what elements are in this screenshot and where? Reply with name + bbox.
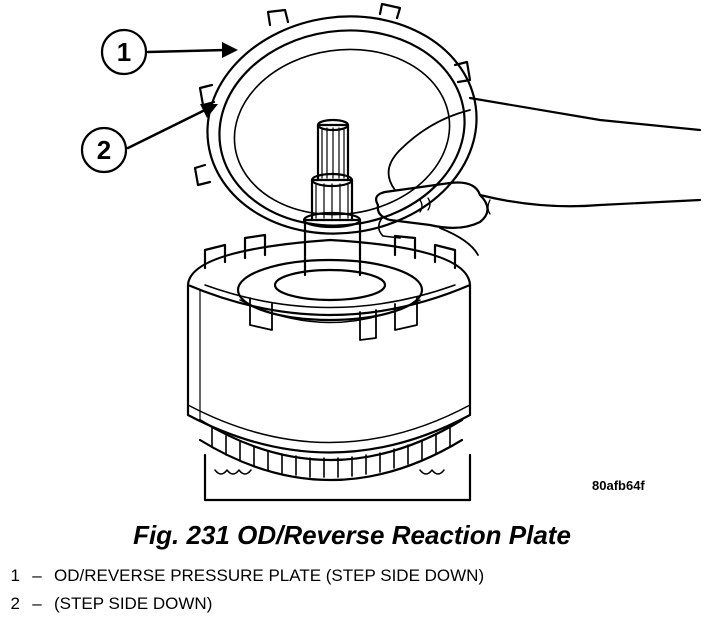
legend-number: 1 xyxy=(10,566,20,585)
figure-legend: 1–OD/REVERSE PRESSURE PLATE (STEP SIDE D… xyxy=(0,562,485,618)
legend-text: OD/REVERSE PRESSURE PLATE (STEP SIDE DOW… xyxy=(54,566,485,585)
callout-2-label: 2 xyxy=(97,135,111,165)
callout-arrowheads xyxy=(200,42,238,118)
legend-separator: – xyxy=(32,566,42,585)
figure-reference-code: 80afb64f xyxy=(592,478,645,493)
callout-1-label: 1 xyxy=(117,37,131,67)
legend-separator: – xyxy=(32,594,42,613)
legend-item: 2–(STEP SIDE DOWN) xyxy=(0,590,484,618)
legend-text: (STEP SIDE DOWN) xyxy=(54,594,213,613)
callout-1 xyxy=(100,28,148,76)
figure-caption: Fig. 231 OD/Reverse Reaction Plate xyxy=(133,520,571,550)
callout-2 xyxy=(80,126,128,174)
callout-leaders xyxy=(126,48,227,150)
legend-item: 1–OD/REVERSE PRESSURE PLATE (STEP SIDE D… xyxy=(0,562,485,590)
clutch-housing-drum xyxy=(186,233,472,502)
hand xyxy=(375,96,702,256)
transmission-illustration: 1 2 xyxy=(80,2,702,502)
input-shaft xyxy=(302,118,362,277)
legend-number: 2 xyxy=(10,594,20,613)
